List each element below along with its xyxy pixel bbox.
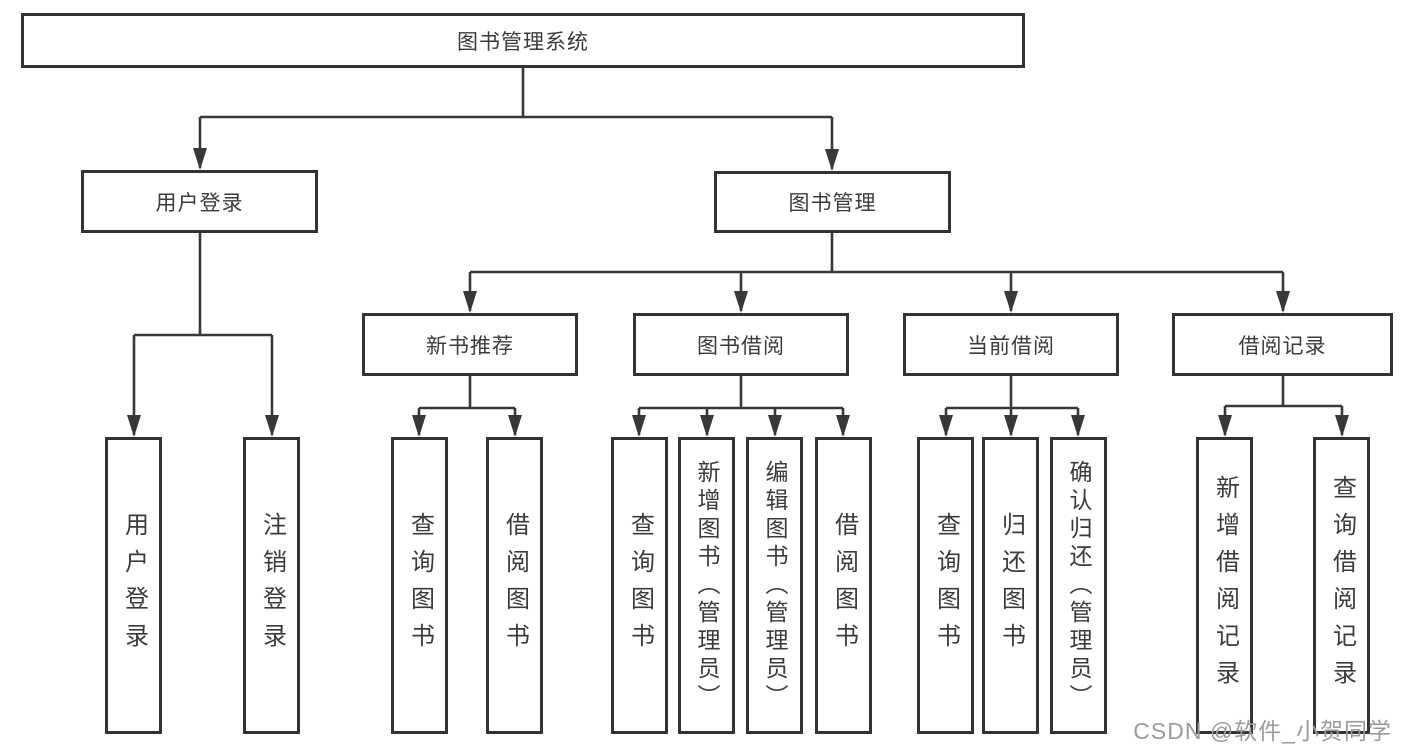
node-new-book-recommend: 新书推荐 bbox=[362, 313, 578, 376]
node-book-management-label: 图书管理 bbox=[788, 192, 877, 215]
leaf-logout: 注销登录 bbox=[243, 437, 300, 734]
leaf-add-books-admin-label: 新增图书（管理员） bbox=[694, 459, 720, 712]
leaf-borrow-books-recommend: 借阅图书 bbox=[486, 437, 543, 734]
leaf-query-borrow-record: 查询借阅记录 bbox=[1313, 437, 1370, 734]
leaf-logout-label: 注销登录 bbox=[258, 511, 286, 660]
leaf-query-books-current-label: 查询图书 bbox=[932, 511, 960, 660]
node-borrow-records-label: 借阅记录 bbox=[1238, 334, 1327, 358]
leaf-query-borrow-record-label: 查询借阅记录 bbox=[1328, 474, 1356, 697]
leaf-add-borrow-record-label: 新增借阅记录 bbox=[1211, 474, 1239, 697]
leaf-return-books-label: 归还图书 bbox=[997, 511, 1025, 660]
node-book-borrow-label: 图书借阅 bbox=[697, 334, 785, 358]
leaf-confirm-return-admin: 确认归还（管理员） bbox=[1050, 437, 1107, 734]
leaf-user-login-label: 用户登录 bbox=[120, 511, 148, 660]
leaf-borrow-books-recommend-label: 借阅图书 bbox=[501, 511, 529, 660]
node-user-login: 用户登录 bbox=[81, 170, 318, 233]
leaf-user-login: 用户登录 bbox=[105, 437, 162, 734]
leaf-query-books-current: 查询图书 bbox=[917, 437, 974, 734]
leaf-query-books-recommend-label: 查询图书 bbox=[406, 511, 434, 660]
leaf-add-borrow-record: 新增借阅记录 bbox=[1196, 437, 1253, 734]
leaf-edit-books-admin-label: 编辑图书（管理员） bbox=[762, 459, 788, 712]
leaf-query-books-borrow-label: 查询图书 bbox=[626, 511, 654, 660]
leaf-edit-books-admin: 编辑图书（管理员） bbox=[746, 437, 803, 734]
node-book-borrow: 图书借阅 bbox=[633, 313, 849, 376]
leaf-borrow-books: 借阅图书 bbox=[815, 437, 872, 734]
node-root-label: 图书管理系统 bbox=[457, 30, 589, 54]
node-book-management: 图书管理 bbox=[714, 171, 951, 233]
node-current-borrow-label: 当前借阅 bbox=[967, 334, 1055, 358]
node-borrow-records: 借阅记录 bbox=[1172, 313, 1393, 376]
csdn-watermark: CSDN @软件_小贺同学 bbox=[1133, 718, 1392, 744]
leaf-return-books: 归还图书 bbox=[982, 437, 1039, 734]
leaf-confirm-return-admin-label: 确认归还（管理员） bbox=[1066, 459, 1092, 712]
node-new-book-recommend-label: 新书推荐 bbox=[426, 334, 514, 358]
node-user-login-label: 用户登录 bbox=[155, 191, 244, 215]
node-current-borrow: 当前借阅 bbox=[903, 313, 1119, 376]
leaf-query-books-borrow: 查询图书 bbox=[611, 437, 668, 734]
leaf-query-books-recommend: 查询图书 bbox=[391, 437, 448, 734]
leaf-borrow-books-label: 借阅图书 bbox=[830, 511, 858, 660]
leaf-add-books-admin: 新增图书（管理员） bbox=[678, 437, 735, 734]
node-root: 图书管理系统 bbox=[21, 13, 1025, 68]
